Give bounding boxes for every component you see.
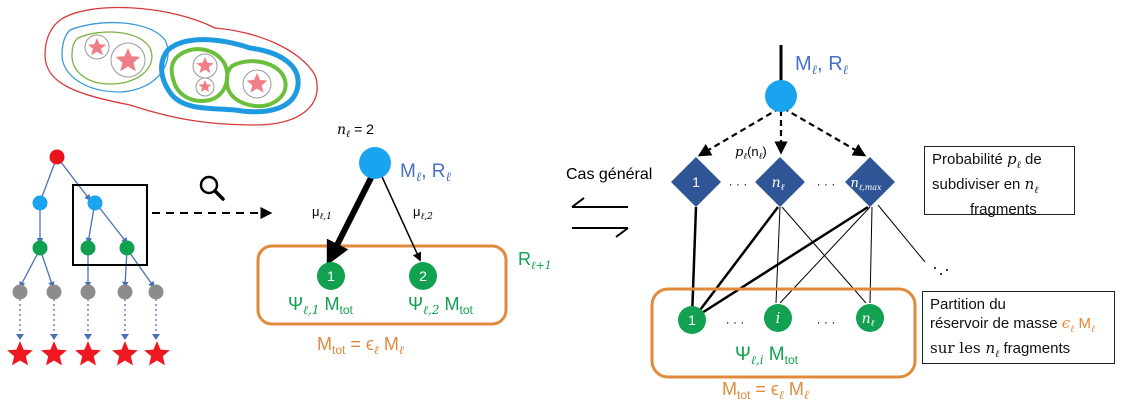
magnifier-icon bbox=[199, 175, 225, 201]
svg-text:nℓ = 2: nℓ = 2 bbox=[337, 121, 374, 140]
right-general-diagram bbox=[650, 45, 948, 379]
center-mtot-label: Mtot = ϵℓ Mℓ bbox=[317, 334, 404, 357]
psi2-label: Ψℓ,2 Mtot bbox=[408, 294, 474, 317]
zoom-selection-box bbox=[72, 184, 148, 266]
right-node-n-label: nℓ bbox=[862, 311, 875, 329]
right-node-1-label: 1 bbox=[688, 312, 696, 328]
dots-3: · · · bbox=[726, 315, 745, 329]
mu1-label: μℓ,1 bbox=[312, 204, 332, 222]
contour-illustration bbox=[44, 6, 318, 126]
dots-1: · · · bbox=[729, 177, 748, 191]
psi1-label: Ψℓ,1 Mtot bbox=[288, 294, 354, 317]
star-icon bbox=[75, 341, 101, 366]
right-mass-radius-label: Mℓ, Rℓ bbox=[795, 53, 849, 78]
right-parent-node bbox=[765, 80, 797, 112]
right-reservoir-box bbox=[650, 287, 917, 379]
partition-note: Partition du réservoir de masse ϵℓ Mℓ su… bbox=[922, 291, 1115, 364]
diamond-n bbox=[755, 157, 805, 207]
star-icon bbox=[41, 341, 67, 366]
center-node-1-label: 1 bbox=[327, 268, 335, 284]
right-node-i-label: i bbox=[776, 309, 781, 327]
n-equals-label: n bbox=[337, 122, 346, 138]
center-child-node-2 bbox=[409, 262, 437, 290]
dots-2: · · · bbox=[817, 177, 836, 191]
merger-tree bbox=[7, 149, 170, 366]
probability-label: pℓ(nℓ) bbox=[735, 144, 767, 162]
star-icon bbox=[7, 341, 33, 366]
probability-note: Probabilité pℓ de subdiviser en nℓ fragm… bbox=[924, 146, 1075, 218]
center-node-2-label: 2 bbox=[419, 268, 427, 284]
diamond-nmax bbox=[845, 157, 895, 207]
mu2-label: μℓ,2 bbox=[413, 204, 433, 222]
cas-general-label: Cas général bbox=[566, 166, 652, 183]
center-split-diagram bbox=[256, 147, 508, 326]
center-child-node-1 bbox=[317, 262, 345, 290]
right-mtot-label: Mtot = ϵℓ Mℓ bbox=[722, 379, 809, 402]
diamond-n-label: nℓ bbox=[772, 175, 785, 193]
center-parent-node bbox=[359, 147, 391, 179]
right-child-node-i bbox=[764, 304, 792, 332]
right-child-node-1 bbox=[678, 306, 706, 334]
diamond-1 bbox=[671, 157, 721, 207]
star-icon bbox=[112, 341, 138, 366]
right-child-node-n bbox=[856, 304, 884, 332]
center-mass-radius-label: Mℓ, Rℓ bbox=[400, 161, 452, 185]
diamond-1-label: 1 bbox=[692, 174, 700, 190]
center-reservoir-box bbox=[256, 244, 508, 326]
diamond-nmax-label: nℓ,max bbox=[850, 176, 882, 192]
exchange-arrows-icon bbox=[571, 197, 629, 238]
r-next-label: Rℓ+1 bbox=[518, 249, 552, 272]
psi-i-label: Ψℓ,i Mtot bbox=[735, 344, 799, 367]
dots-4: · · · bbox=[817, 315, 836, 329]
star-icon bbox=[144, 341, 170, 366]
